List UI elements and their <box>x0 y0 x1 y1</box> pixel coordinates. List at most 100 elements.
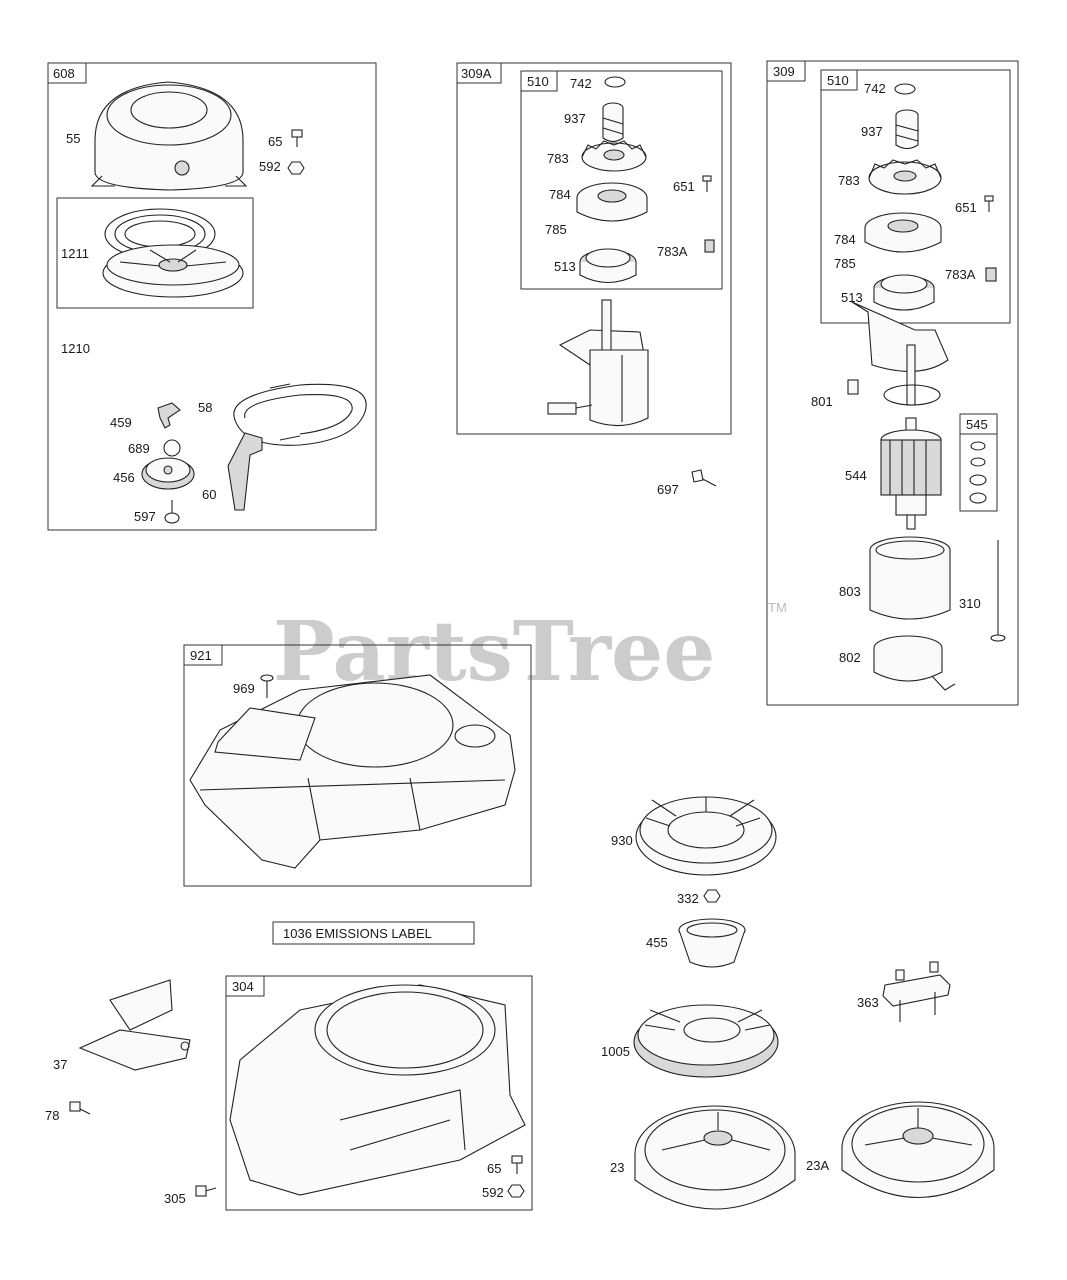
callout-65-bottom[interactable]: 65 <box>487 1161 501 1176</box>
part-cap-783A-left[interactable] <box>704 239 715 253</box>
callout-58[interactable]: 58 <box>198 400 212 415</box>
callout-930[interactable]: 930 <box>611 833 633 848</box>
part-nut-592-bottom[interactable] <box>507 1184 525 1198</box>
tag-545[interactable] <box>959 413 998 435</box>
callout-697[interactable]: 697 <box>657 482 679 497</box>
callout-742-right[interactable]: 742 <box>864 81 886 96</box>
part-armature-544[interactable] <box>880 417 942 530</box>
callout-513-left[interactable]: 513 <box>554 259 576 274</box>
part-drive-nut-937-right[interactable] <box>895 109 919 150</box>
callout-23[interactable]: 23 <box>610 1160 624 1175</box>
callout-801[interactable]: 801 <box>811 394 833 409</box>
part-retainer[interactable] <box>141 457 195 490</box>
callout-65-top[interactable]: 65 <box>268 134 282 149</box>
part-starter-dog[interactable] <box>157 402 181 429</box>
callout-23A[interactable]: 23A <box>806 1158 829 1173</box>
part-gear-513-right[interactable] <box>873 274 935 311</box>
part-gear-513-left[interactable] <box>579 248 637 284</box>
callout-937-right[interactable]: 937 <box>861 124 883 139</box>
part-clutch-784-left[interactable] <box>576 182 648 222</box>
part-starter-housing[interactable] <box>90 81 248 191</box>
callout-544[interactable]: 544 <box>845 468 867 483</box>
callout-742-left[interactable]: 742 <box>570 76 592 91</box>
callout-1210[interactable]: 1210 <box>61 341 90 356</box>
callout-305[interactable]: 305 <box>164 1191 186 1206</box>
part-gear-783-left[interactable] <box>581 140 647 172</box>
callout-55[interactable]: 55 <box>66 131 80 146</box>
callout-456[interactable]: 456 <box>113 470 135 485</box>
callout-783-right[interactable]: 783 <box>838 173 860 188</box>
tag-309A[interactable] <box>456 62 502 84</box>
part-spring-clip-742-left[interactable] <box>604 76 626 88</box>
callout-784-left[interactable]: 784 <box>549 187 571 202</box>
callout-1005[interactable]: 1005 <box>601 1044 630 1059</box>
part-nut-592-top[interactable] <box>287 161 305 175</box>
part-drive-end-cap-801[interactable] <box>847 301 949 406</box>
callout-332[interactable]: 332 <box>677 891 699 906</box>
callout-651-right[interactable]: 651 <box>955 200 977 215</box>
part-air-baffle-37[interactable] <box>78 979 191 1071</box>
part-pulley[interactable] <box>102 244 244 298</box>
part-clutch-784-right[interactable] <box>864 212 942 253</box>
callout-455[interactable]: 455 <box>646 935 668 950</box>
tag-921[interactable] <box>183 644 223 666</box>
callout-651-left[interactable]: 651 <box>673 179 695 194</box>
callout-363[interactable]: 363 <box>857 995 879 1010</box>
callout-784-right[interactable]: 784 <box>834 232 856 247</box>
callout-802[interactable]: 802 <box>839 650 861 665</box>
callout-310[interactable]: 310 <box>959 596 981 611</box>
callout-592-bottom[interactable]: 592 <box>482 1185 504 1200</box>
part-housing-803[interactable] <box>869 536 951 620</box>
emissions-label-box[interactable] <box>272 921 475 945</box>
part-gear-783-right[interactable] <box>868 159 942 195</box>
part-bracket-363[interactable] <box>882 961 951 1022</box>
part-screw-651-right[interactable] <box>984 195 994 212</box>
part-screw-65-bottom[interactable] <box>511 1155 523 1174</box>
part-flywheel-23[interactable] <box>634 1105 796 1210</box>
part-cap-783A-right[interactable] <box>985 267 997 282</box>
part-screw-597[interactable] <box>164 500 180 524</box>
part-screw-65-top[interactable] <box>291 129 303 147</box>
part-end-cap-802[interactable] <box>873 635 956 691</box>
part-screw-305[interactable] <box>195 1185 217 1197</box>
callout-459[interactable]: 459 <box>110 415 132 430</box>
part-starter-handle[interactable] <box>227 432 263 511</box>
tag-510-right[interactable] <box>820 69 858 91</box>
part-starter-rope[interactable] <box>233 383 367 446</box>
callout-783A-left[interactable]: 783A <box>657 244 688 259</box>
callout-37[interactable]: 37 <box>53 1057 67 1072</box>
part-drive-nut-937-left[interactable] <box>602 102 624 143</box>
part-through-bolt-310[interactable] <box>990 540 1006 642</box>
callout-783A-right[interactable]: 783A <box>945 267 976 282</box>
part-blower-shroud[interactable] <box>189 674 516 869</box>
part-starter-motor[interactable] <box>547 299 649 427</box>
part-blower-housing[interactable] <box>229 984 526 1196</box>
part-screw-651-left[interactable] <box>702 175 712 192</box>
callout-60[interactable]: 60 <box>202 487 216 502</box>
callout-785-left[interactable]: 785 <box>545 222 567 237</box>
part-screw-969[interactable] <box>260 674 274 698</box>
callout-78[interactable]: 78 <box>45 1108 59 1123</box>
part-washer-kit-545[interactable] <box>969 441 987 504</box>
tag-304[interactable] <box>225 975 265 997</box>
part-spring-clip-742-right[interactable] <box>894 83 916 95</box>
callout-513-right[interactable]: 513 <box>841 290 863 305</box>
tag-608[interactable] <box>47 62 87 84</box>
callout-969[interactable]: 969 <box>233 681 255 696</box>
part-cup-455[interactable] <box>678 918 746 968</box>
callout-937-left[interactable]: 937 <box>564 111 586 126</box>
part-retainer-ring[interactable] <box>163 439 181 457</box>
tag-510-left[interactable] <box>520 70 558 92</box>
callout-592-top[interactable]: 592 <box>259 159 281 174</box>
part-nut-332[interactable] <box>703 889 721 903</box>
callout-803[interactable]: 803 <box>839 584 861 599</box>
part-bolt-697[interactable] <box>691 469 717 487</box>
tag-309[interactable] <box>766 60 806 82</box>
callout-597[interactable]: 597 <box>134 509 156 524</box>
callout-785-right[interactable]: 785 <box>834 256 856 271</box>
callout-783-left[interactable]: 783 <box>547 151 569 166</box>
part-screen-930[interactable] <box>635 796 777 876</box>
part-fan-1005[interactable] <box>633 1004 779 1078</box>
callout-689[interactable]: 689 <box>128 441 150 456</box>
callout-1211[interactable]: 1211 <box>61 246 89 261</box>
